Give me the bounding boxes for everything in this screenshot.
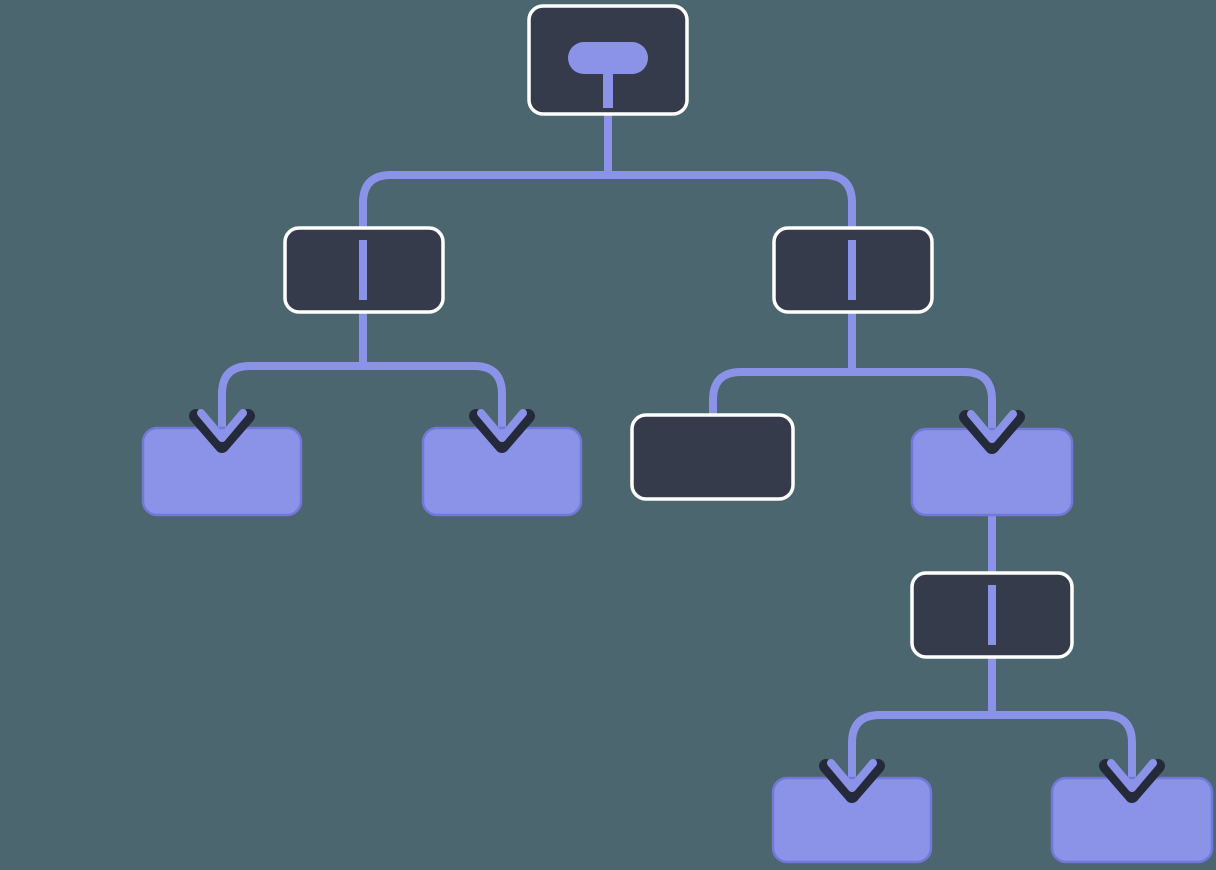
chevron-down-arrow-icon-mid-right-outer xyxy=(959,410,1025,454)
leaf-node-4[interactable] xyxy=(1050,776,1214,864)
dark-leaf-node[interactable] xyxy=(630,413,795,501)
edge-level1-bus xyxy=(359,171,856,228)
chevron-down-arrow-icon-leaf-3-outer xyxy=(819,759,885,803)
chevron-down-arrow-icon-leaf-1-outer xyxy=(189,409,255,453)
edge-right-bus xyxy=(709,368,996,439)
chevron-down-arrow-icon-leaf-3 xyxy=(827,759,877,792)
chevron-down-arrow-icon-leaf-2 xyxy=(477,409,527,442)
chevron-down-arrow-icon-leaf-2-outer xyxy=(469,409,535,453)
collapsed-node-pill-stem xyxy=(603,70,613,108)
edge-left-bus xyxy=(218,362,506,438)
chevron-down-arrow-icon-mid-right xyxy=(967,410,1017,443)
chevron-down-arrow-icon-leaf-1 xyxy=(197,409,247,442)
leaf-node-1[interactable] xyxy=(141,426,303,517)
leaf-node-3[interactable] xyxy=(771,776,933,864)
purple-node-mid-right[interactable] xyxy=(910,427,1074,517)
leaf-node-2[interactable] xyxy=(421,426,583,517)
collapsed-node-pill-icon xyxy=(568,42,648,74)
edge-bottom-bus xyxy=(848,711,1136,788)
chevron-down-arrow-icon-leaf-4-outer xyxy=(1099,759,1165,803)
chevron-down-arrow-icon-leaf-4 xyxy=(1107,759,1157,792)
